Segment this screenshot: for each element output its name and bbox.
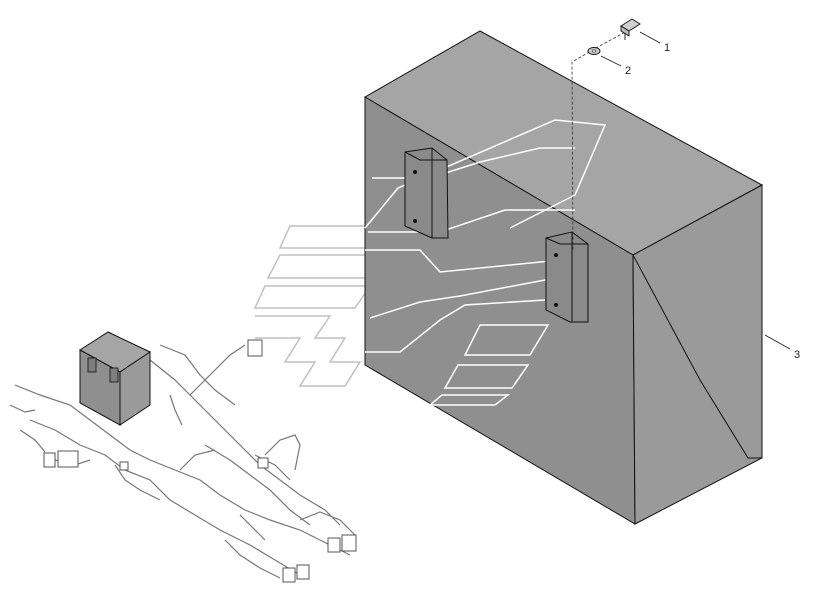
connector-icon — [327, 537, 341, 553]
wiring-harness-overview — [9, 331, 357, 583]
bolt-icon — [620, 18, 641, 40]
callout-1: 1 — [639, 31, 670, 54]
callout-3: 3 — [764, 334, 800, 361]
fastener-assembly — [571, 18, 641, 251]
mounting-bracket-right — [545, 231, 589, 323]
washer-icon — [587, 47, 601, 55]
connector-icon — [282, 567, 296, 583]
battery-box — [364, 30, 764, 525]
connector-icon — [43, 452, 56, 468]
connector-icon — [257, 457, 269, 469]
callout-2: 2 — [600, 55, 631, 77]
connector-icon — [119, 461, 129, 471]
connector-icon — [247, 339, 263, 357]
connector-icon — [57, 450, 79, 468]
battery-box-thumbnail — [79, 331, 152, 426]
callout-label: 3 — [794, 349, 800, 361]
connector-icon — [296, 564, 310, 580]
callout-label: 1 — [664, 42, 670, 54]
bolt-hole-icon — [554, 303, 558, 307]
callout-label: 2 — [625, 65, 631, 77]
connector-icon — [341, 534, 357, 552]
bolt-hole-icon — [413, 170, 417, 174]
bolt-hole-icon — [413, 219, 417, 223]
assembly-guide-line — [571, 29, 630, 251]
bolt-hole-icon — [554, 253, 558, 257]
mounting-bracket-left — [404, 147, 449, 239]
